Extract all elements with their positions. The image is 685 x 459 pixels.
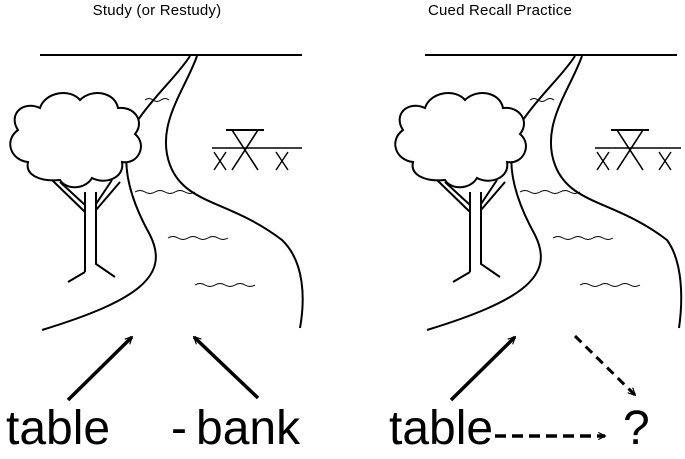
cue-word: table: [389, 402, 494, 455]
river-left-bank: [41, 55, 191, 331]
river-scene-illustration: [9, 54, 304, 402]
river-scene-illustration: [394, 54, 683, 459]
cued-recall-panel: Cued Recall Practice table ?: [343, 0, 685, 459]
water-ripple: [144, 98, 170, 102]
dashed-arrow-icon: [573, 334, 635, 395]
tree-icon: [394, 92, 527, 283]
water-ripple: [167, 236, 229, 240]
water-ripple: [134, 190, 196, 194]
solid-arrow-icon: [194, 335, 260, 400]
water-ripple: [529, 98, 555, 102]
river-right-bank: [164, 55, 304, 329]
picnic-table-icon: [212, 129, 302, 171]
river-left-bank: [426, 55, 576, 331]
solid-arrow-icon: [66, 335, 132, 402]
solid-arrow-icon: [449, 335, 515, 402]
water-ripple: [579, 283, 641, 287]
water-ripple: [552, 236, 614, 240]
water-ripple: [194, 283, 256, 287]
cue-word: table: [6, 402, 111, 455]
target-word: bank: [196, 402, 301, 455]
cued-recall-panel-title: Cued Recall Practice: [427, 2, 573, 19]
study-panel: Study (or Restudy) table - bank: [0, 0, 342, 459]
river-right-bank: [549, 55, 683, 329]
water-ripple: [519, 190, 581, 194]
target-placeholder: ?: [623, 402, 650, 455]
picnic-table-icon: [595, 129, 681, 171]
study-panel-title: Study (or Restudy): [92, 2, 222, 19]
tree-icon: [9, 92, 142, 283]
pair-separator: -: [171, 402, 187, 455]
